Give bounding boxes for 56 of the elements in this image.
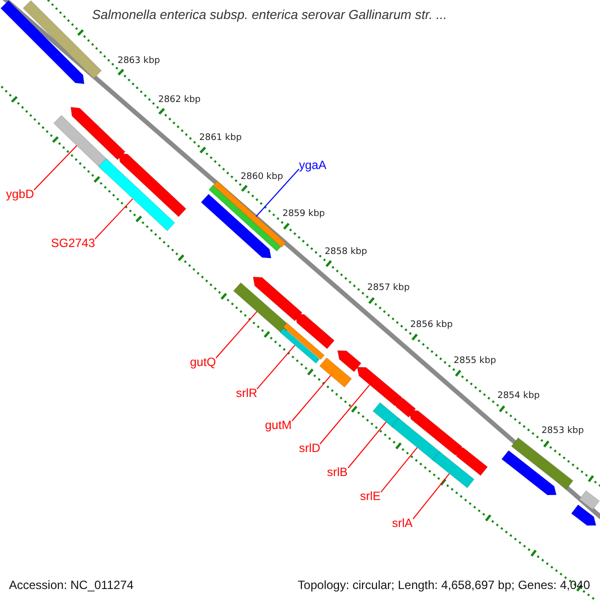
scale-label: 2856 kbp <box>410 320 453 330</box>
pointed-gene-segment <box>337 350 362 372</box>
gene-label: srlR <box>236 386 258 400</box>
map-title: Salmonella enterica subsp. enterica serovar Gallinarum str. ... <box>92 7 448 22</box>
gene-label: srlE <box>360 489 381 503</box>
gene-segment <box>372 402 401 428</box>
pointed-gene-segment <box>252 276 303 322</box>
pointed-gene-segment <box>394 398 416 418</box>
leader-line <box>216 311 258 358</box>
pointed-gene-segment <box>570 504 596 526</box>
gene-segment <box>510 437 574 490</box>
gene-label: ygaA <box>299 158 326 172</box>
gene-segment <box>578 490 600 510</box>
leader-line <box>320 384 370 444</box>
pointed-gene-segment <box>118 152 186 218</box>
scale-label: 2855 kbp <box>454 356 496 366</box>
pointed-gene-segment <box>294 314 335 350</box>
gene-segment <box>282 322 325 360</box>
leader-line <box>256 344 296 390</box>
scale-label: 2863 kbp <box>118 56 160 66</box>
scale-label: 2859 kbp <box>282 209 325 220</box>
scale-label: 2861 kbp <box>199 133 242 144</box>
leader-line <box>94 198 134 240</box>
pointed-gene-segment <box>356 366 402 406</box>
scale-label: 2858 kbp <box>324 246 368 257</box>
gene-label: ygbD <box>6 187 34 201</box>
gene-segment <box>319 357 352 388</box>
footer-text: Topology: circular; Length: 4,658,697 bp; Genes: 4,040 <box>298 578 590 592</box>
gene-label: srlB <box>327 465 348 479</box>
footer-text: Accession: NC_011274 <box>9 578 134 592</box>
gene-label: srlD <box>299 441 320 455</box>
pointed-gene-segment <box>70 106 126 160</box>
leader-line <box>348 422 387 468</box>
pointed-gene-segment <box>408 410 463 456</box>
scale-label: 2857 kbp <box>367 283 410 294</box>
pointed-gene-segment <box>501 450 557 496</box>
gene-segment <box>280 328 320 364</box>
scale-label: 2853 kbp <box>541 426 584 436</box>
scale-label: 2862 kbp <box>158 94 201 105</box>
leader-line <box>292 375 332 422</box>
gene-segment <box>98 158 176 232</box>
pointed-gene-segment <box>200 194 272 258</box>
pointed-gene-segment <box>454 447 488 476</box>
gene-label: SG2743 <box>51 236 96 250</box>
scale-label: 2860 kbp <box>240 172 284 182</box>
scale-label: 2854 kbp <box>497 391 540 402</box>
gene-segment <box>432 451 475 488</box>
gene-label: gutM <box>265 418 292 432</box>
pointed-gene-segment <box>0 0 85 84</box>
gene-label: gutQ <box>190 355 216 369</box>
leader-line <box>380 447 418 492</box>
gene-label: srlA <box>392 516 413 530</box>
leader-line <box>34 145 78 190</box>
leader-line <box>412 473 450 520</box>
gene-segment <box>391 418 442 462</box>
leader-line <box>256 168 300 217</box>
